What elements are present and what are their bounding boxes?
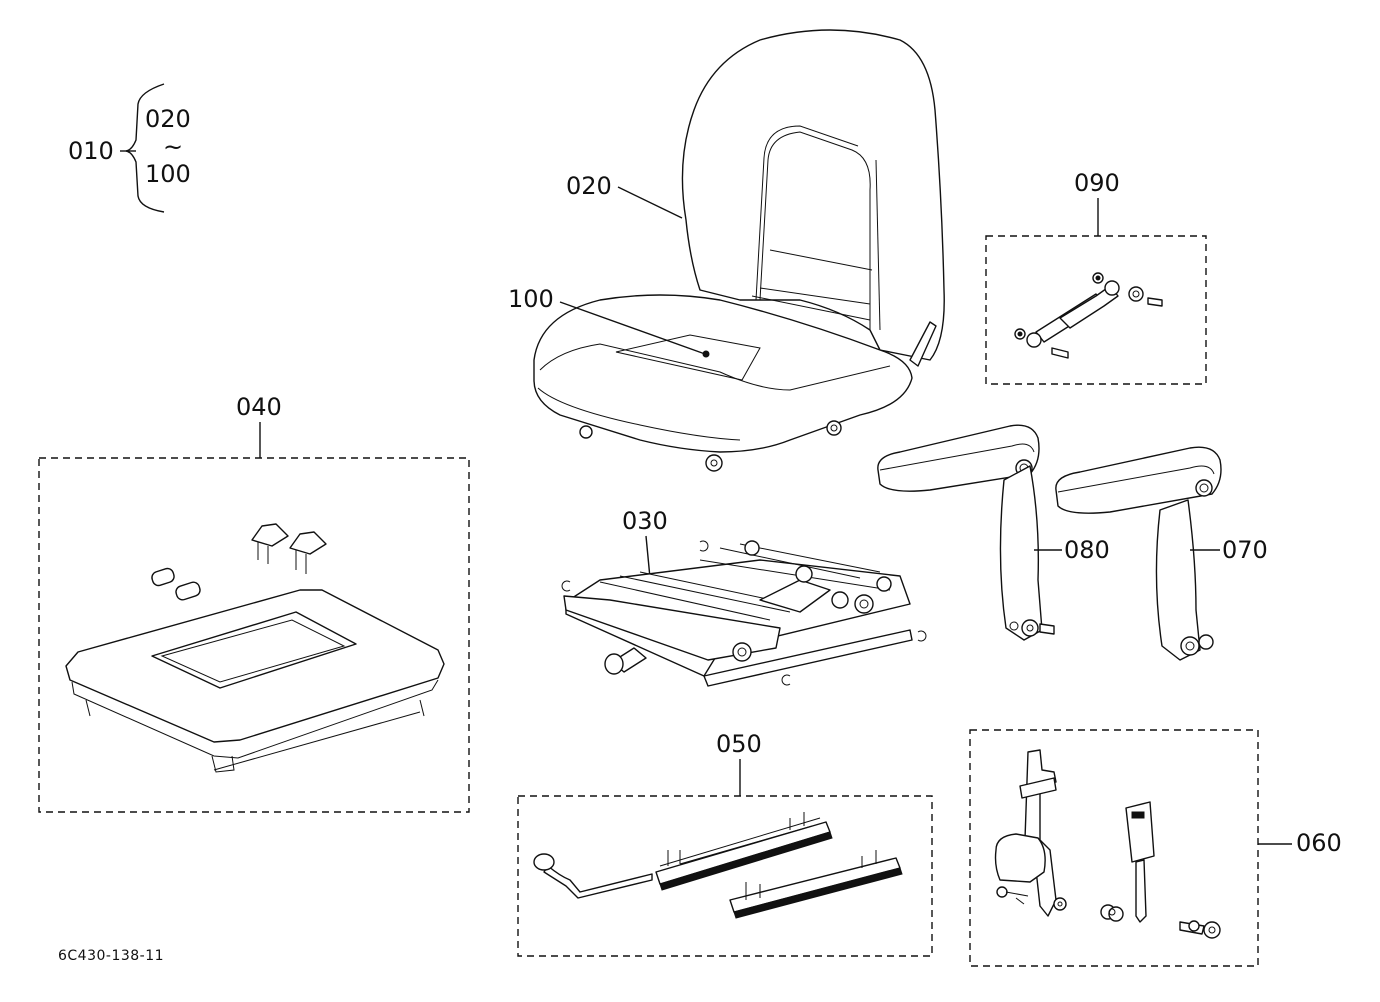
armrest-left[interactable]	[877, 424, 1055, 641]
label-030[interactable]: 030	[622, 507, 668, 535]
label-080[interactable]: 080	[1064, 536, 1110, 564]
label-070[interactable]: 070	[1222, 536, 1268, 564]
label-020-backrest[interactable]: 020	[566, 172, 612, 200]
label-020-range-start[interactable]: 020	[145, 105, 191, 133]
drawing-code: 6C430-138-11	[58, 948, 164, 964]
range-tilde: ~	[163, 133, 183, 161]
seat-base-kit-box	[38, 457, 470, 813]
gas-spring-parts	[1014, 272, 1163, 359]
gas-spring-kit-box	[985, 235, 1207, 385]
label-100-range-end[interactable]: 100	[145, 160, 191, 188]
label-100-cushion[interactable]: 100	[508, 285, 554, 313]
label-090[interactable]: 090	[1074, 169, 1120, 197]
suspension-mechanism	[561, 540, 927, 687]
armrest-right[interactable]	[1055, 446, 1222, 661]
assembly-set-callout: 010 020 ~ 100	[68, 83, 191, 213]
label-040[interactable]: 040	[236, 393, 282, 421]
seat-assembly	[533, 29, 945, 472]
seat-belt-parts	[994, 749, 1221, 939]
label-010[interactable]: 010	[68, 137, 114, 165]
seat-base-parts	[65, 523, 445, 773]
label-050[interactable]: 050	[716, 730, 762, 758]
slide-rail-kit-box	[517, 795, 933, 957]
slide-rail-parts	[533, 812, 903, 919]
label-060[interactable]: 060	[1296, 829, 1342, 857]
seat-belt-kit-box	[969, 729, 1259, 967]
